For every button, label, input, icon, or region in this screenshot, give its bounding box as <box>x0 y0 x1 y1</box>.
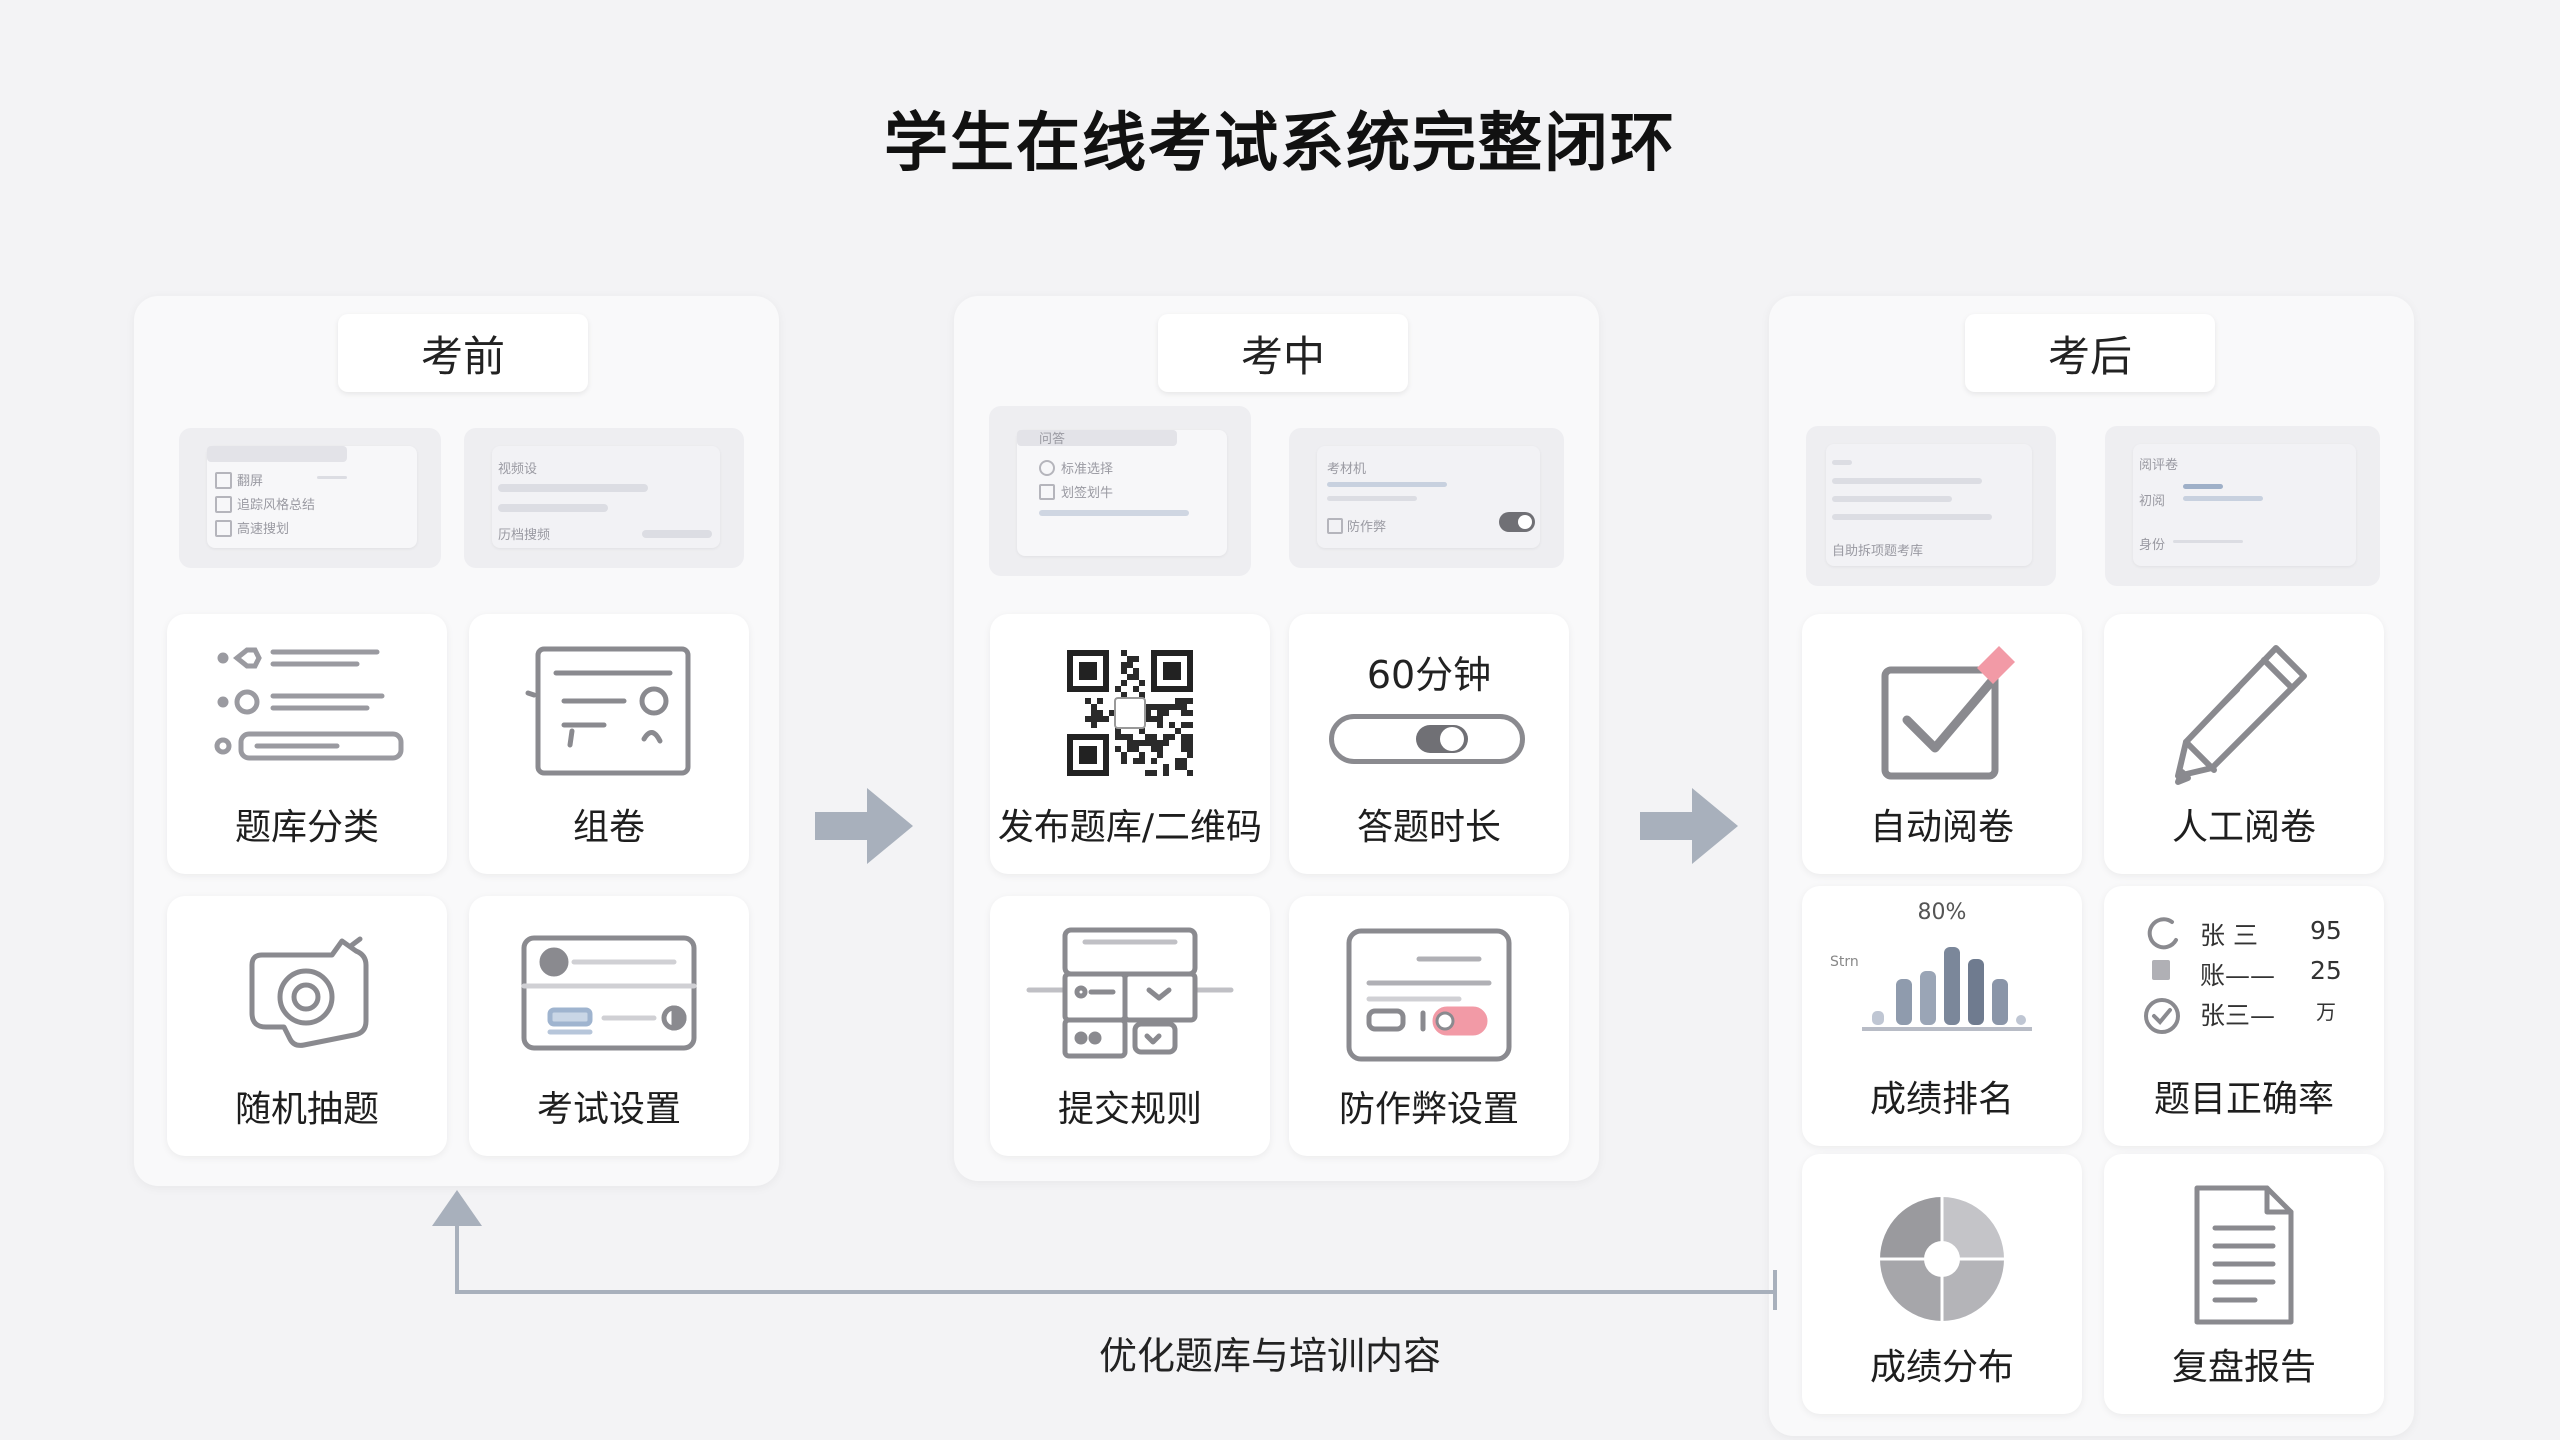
preview-text: 防作弊 <box>1347 520 1387 535</box>
card-score-distribution[interactable]: 成绩分布 <box>1802 1154 2082 1414</box>
card-label: 发布题库/二维码 <box>997 807 1263 848</box>
exam-settings-icon <box>469 910 749 1080</box>
feedback-label: 优化题库与培训内容 <box>1098 1334 1441 1378</box>
card-label: 防作弊设置 <box>1338 1089 1519 1130</box>
card-manual-grading[interactable]: 人工阅卷 <box>2104 614 2384 874</box>
rank-value: 95 <box>2310 916 2342 945</box>
card-question-accuracy[interactable]: 张 三 95 账—— 25 张三— 万 题目正确率 <box>2104 886 2384 1146</box>
preview-text: 问答 <box>1039 432 1066 447</box>
preview-thumbnail: 视频设 历档搜频 <box>464 428 744 568</box>
card-label: 组卷 <box>572 807 645 848</box>
anti-cheat-icon <box>1289 910 1569 1080</box>
card-auto-grading[interactable]: 自动阅卷 <box>1802 614 2082 874</box>
preview-thumbnail: 阅评卷 初阅 身份 <box>2105 426 2380 586</box>
timer-toggle-icon[interactable] <box>1329 714 1525 764</box>
phase-label-before: 考前 <box>338 314 588 392</box>
card-review-report[interactable]: 复盘报告 <box>2104 1154 2384 1414</box>
percent-label: 80% <box>1917 900 1967 925</box>
paper-compose-icon <box>469 628 749 798</box>
card-anti-cheat[interactable]: 防作弊设置 <box>1289 896 1569 1156</box>
flow-arrow-right <box>1640 788 1740 868</box>
preview-text: 阅评卷 <box>2139 458 2179 473</box>
pie-chart-icon <box>1802 1174 2082 1344</box>
preview-text: 视频设 <box>498 462 538 477</box>
card-exam-settings[interactable]: 考试设置 <box>469 896 749 1156</box>
card-label: 复盘报告 <box>2171 1347 2316 1388</box>
rank-value: 万 <box>2316 1000 2336 1024</box>
card-label: 考试设置 <box>536 1089 681 1130</box>
preview-text: 自助拆项题考库 <box>1832 544 1924 559</box>
toggle-switch-icon <box>1499 512 1535 532</box>
submit-rules-icon <box>990 910 1270 1080</box>
preview-thumbnail: 问答 标准选择 划签划牛 <box>989 406 1251 576</box>
card-label: 成绩分布 <box>1869 1347 2014 1388</box>
card-label: 成绩排名 <box>1869 1079 2014 1120</box>
flow-arrow-right <box>815 788 915 868</box>
phase-panel-before: 考前 翻屏 追踪风格总结 高速搜划 视频设 历档搜频 <box>134 296 779 1186</box>
random-draw-icon <box>167 910 447 1080</box>
auto-grade-icon <box>1802 628 2082 798</box>
rank-name: 张三— <box>2200 1001 2276 1030</box>
qr-code-icon <box>990 628 1270 798</box>
rank-value: 25 <box>2310 956 2342 985</box>
phase-label-after: 考后 <box>1965 314 2215 392</box>
preview-text: 划签划牛 <box>1061 486 1114 501</box>
duration-value: 60分钟 <box>1366 653 1492 697</box>
preview-text: 历档搜频 <box>498 528 551 543</box>
rank-name: 账—— <box>2200 961 2276 990</box>
card-label: 人工阅卷 <box>2171 807 2316 848</box>
page-title: 学生在线考试系统完整闭环 <box>884 107 1676 181</box>
preview-thumbnail: 自助拆项题考库 <box>1806 426 2056 586</box>
preview-thumbnail: 翻屏 追踪风格总结 高速搜划 <box>179 428 441 568</box>
preview-text: 翻屏 <box>237 474 264 489</box>
preview-text: 高速搜划 <box>237 522 290 537</box>
card-publish-qr[interactable]: 发布题库/二维码 <box>990 614 1270 874</box>
card-label: 随机抽题 <box>234 1089 379 1130</box>
card-compose-paper[interactable]: 组卷 <box>469 614 749 874</box>
phase-panel-after: 考后 自助拆项题考库 阅评卷 初阅 身份 自动阅卷 <box>1769 296 2414 1436</box>
card-label: 答题时长 <box>1356 807 1501 848</box>
preview-text: 标准选择 <box>1061 462 1114 477</box>
bar-chart-icon <box>1802 926 2082 1046</box>
axis-label: Strn <box>1830 954 1859 970</box>
phase-label-during: 考中 <box>1158 314 1408 392</box>
rank-name: 张 三 <box>2200 921 2258 950</box>
card-random-draw[interactable]: 随机抽题 <box>167 896 447 1156</box>
preview-text: 身份 <box>2139 538 2166 553</box>
card-answer-duration[interactable]: 60分钟 答题时长 <box>1289 614 1569 874</box>
card-question-bank-category[interactable]: 题库分类 <box>167 614 447 874</box>
pencil-icon <box>2104 628 2384 798</box>
preview-text: 追踪风格总结 <box>237 498 316 513</box>
preview-text: 考材机 <box>1327 462 1367 477</box>
card-score-ranking[interactable]: 80% Strn 成绩排名 <box>1802 886 2082 1146</box>
card-label: 自动阅卷 <box>1869 807 2014 848</box>
list-category-icon <box>167 628 447 798</box>
report-doc-icon <box>2104 1170 2384 1340</box>
card-label: 题库分类 <box>234 807 379 848</box>
preview-text: 初阅 <box>2139 494 2166 509</box>
preview-thumbnail: 考材机 防作弊 <box>1289 428 1564 568</box>
phase-panel-during: 考中 问答 标准选择 划签划牛 考材机 防作弊 发布题库/二维码 60分钟 <box>954 296 1599 1181</box>
card-label: 题目正确率 <box>2153 1079 2334 1120</box>
card-submit-rules[interactable]: 提交规则 <box>990 896 1270 1156</box>
card-label: 提交规则 <box>1057 1089 1202 1130</box>
